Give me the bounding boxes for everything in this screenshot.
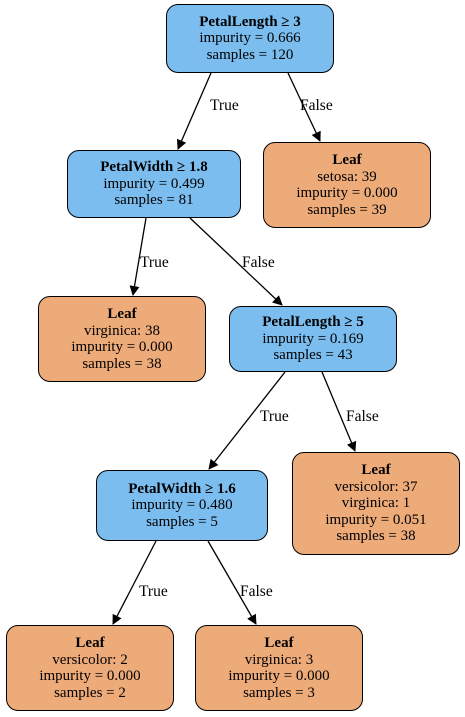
- edge-label-true: True: [139, 583, 168, 600]
- node-impurity: impurity = 0.169: [262, 330, 364, 347]
- node-impurity: impurity = 0.000: [71, 339, 173, 355]
- node-samples: samples = 5: [146, 513, 218, 530]
- tree-leaf-versicolor-37: Leaf versicolor: 37 virginica: 1 impurit…: [292, 452, 460, 555]
- node-samples: samples = 120: [206, 46, 294, 63]
- node-class-count: setosa: 39: [317, 168, 377, 185]
- tree-node-petallength-3: PetalLength ≥ 3 impurity = 0.666 samples…: [166, 4, 334, 73]
- node-title: PetalWidth ≥ 1.6: [128, 480, 236, 497]
- tree-node-petalwidth-1-8: PetalWidth ≥ 1.8 impurity = 0.499 sample…: [67, 150, 241, 218]
- tree-leaf-virginica-3: Leaf virginica: 3 impurity = 0.000 sampl…: [195, 625, 363, 711]
- edge-label-false: False: [300, 97, 333, 114]
- node-title: PetalWidth ≥ 1.8: [100, 159, 208, 176]
- tree-node-petallength-5: PetalLength ≥ 5 impurity = 0.169 samples…: [229, 306, 397, 372]
- edge-label-false: False: [242, 254, 275, 271]
- node-class-count: versicolor: 37: [334, 478, 418, 495]
- node-samples: samples = 3: [243, 684, 315, 701]
- node-class-count: virginica: 3: [244, 651, 314, 668]
- node-samples: samples = 38: [82, 355, 162, 372]
- node-samples: samples = 2: [54, 684, 126, 701]
- node-samples: samples = 43: [273, 347, 353, 364]
- edge-label-false: False: [240, 583, 273, 600]
- node-title: PetalLength ≥ 3: [199, 13, 301, 30]
- edge-root-to-petalwidth-1-8: [176, 72, 212, 150]
- node-samples: samples = 38: [336, 528, 416, 545]
- tree-leaf-versicolor-2: Leaf versicolor: 2 impurity = 0.000 samp…: [6, 625, 174, 711]
- tree-leaf-virginica-38: Leaf virginica: 38 impurity = 0.000 samp…: [38, 296, 206, 382]
- tree-node-petalwidth-1-6: PetalWidth ≥ 1.6 impurity = 0.480 sample…: [96, 470, 268, 541]
- tree-leaf-setosa: Leaf setosa: 39 impurity = 0.000 samples…: [263, 142, 431, 228]
- node-impurity: impurity = 0.666: [199, 30, 301, 47]
- node-impurity: impurity = 0.000: [296, 185, 398, 201]
- node-impurity: impurity = 0.051: [325, 511, 427, 528]
- node-title: Leaf: [264, 635, 294, 651]
- node-samples: samples = 81: [114, 192, 194, 209]
- node-impurity: impurity = 0.499: [103, 175, 205, 192]
- edge-petalwidth-1-6-to-leaf-versicolor-2: [112, 540, 157, 625]
- node-impurity: impurity = 0.000: [39, 668, 141, 684]
- edge-label-true: True: [260, 408, 289, 425]
- edge-label-true: True: [140, 254, 169, 271]
- edge-petalwidth-1-8-to-leaf-virginica: [129, 217, 147, 296]
- node-title: Leaf: [107, 306, 137, 322]
- edge-petalwidth-1-8-to-petallength-5: [189, 217, 283, 306]
- edge-petalwidth-1-6-to-leaf-virginica-3: [207, 540, 257, 625]
- edge-label-true: True: [210, 97, 239, 114]
- edge-petallength-5-to-petalwidth-1-6: [208, 371, 286, 470]
- edge-petallength-5-to-leaf-versicolor: [321, 371, 357, 452]
- node-title: Leaf: [361, 462, 391, 479]
- node-title: PetalLength ≥ 5: [262, 314, 364, 331]
- node-class-count: virginica: 38: [84, 322, 160, 339]
- edge-label-false: False: [346, 408, 379, 425]
- node-impurity: impurity = 0.000: [228, 668, 330, 684]
- edge-root-to-leaf-setosa: [287, 72, 321, 142]
- node-class-count: versicolor: 2: [52, 651, 128, 668]
- node-title: Leaf: [332, 152, 362, 168]
- node-impurity: impurity = 0.480: [131, 497, 233, 514]
- node-class-count: virginica: 1: [341, 495, 411, 512]
- node-samples: samples = 39: [307, 201, 387, 218]
- node-title: Leaf: [75, 635, 105, 651]
